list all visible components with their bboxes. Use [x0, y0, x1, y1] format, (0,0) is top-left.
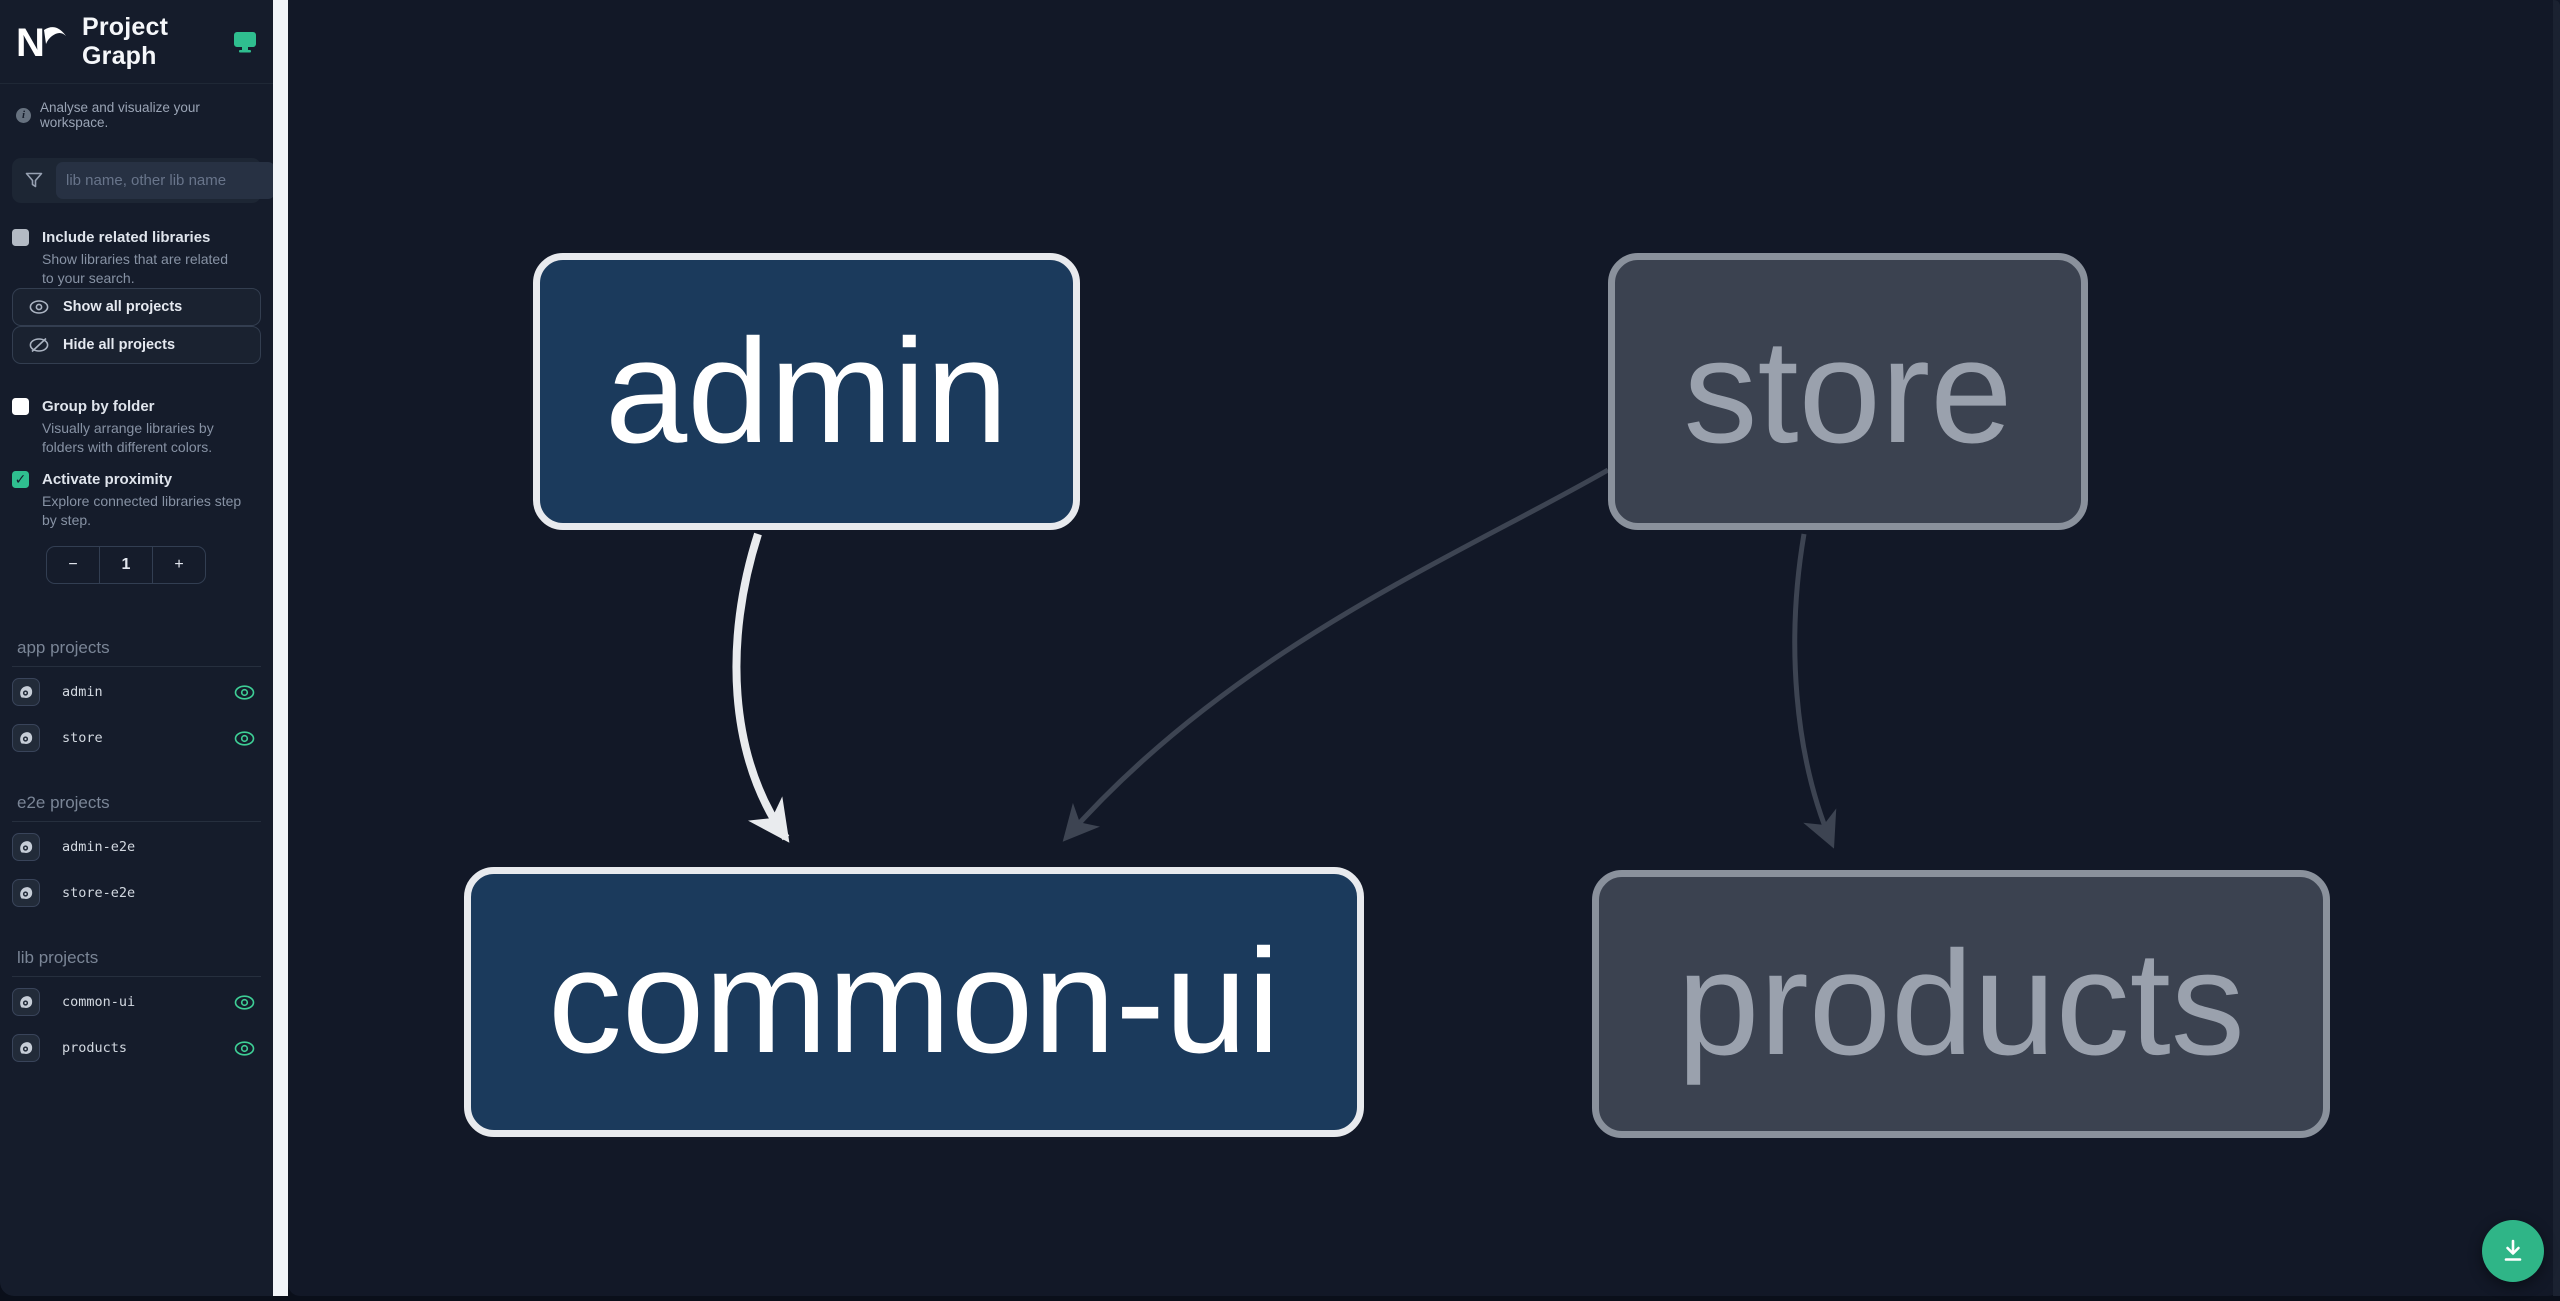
visibility-eye-button[interactable]: [234, 684, 255, 700]
group-by-folder-label: Group by folder: [42, 398, 155, 415]
eye-off-icon: [29, 337, 49, 353]
monitor-icon[interactable]: [233, 31, 257, 53]
project-name[interactable]: admin: [62, 684, 103, 700]
filter-box: [12, 158, 273, 203]
e2e-projects-section: e2e projects admin-e2e store-e2e: [0, 793, 273, 914]
download-image-button[interactable]: [2482, 1220, 2544, 1282]
proximity-increment-button[interactable]: +: [174, 556, 184, 573]
download-icon: [2504, 1239, 2522, 1261]
sidebar-header: N Project Graph: [0, 0, 273, 84]
focus-icon: [20, 686, 33, 698]
project-row-common-ui: common-ui: [12, 981, 261, 1023]
include-related-description: Show libraries that are related to your …: [42, 251, 228, 286]
include-related-label: Include related libraries: [42, 229, 211, 246]
graph-node-admin[interactable]: admin: [533, 253, 1080, 530]
eye-icon: [234, 1040, 255, 1056]
include-related-toggle: Include related libraries Show libraries…: [0, 227, 273, 288]
graph-node-common-ui[interactable]: common-ui: [464, 867, 1364, 1137]
proximity-decrement-button[interactable]: −: [68, 556, 78, 573]
lib-projects-section: lib projects common-ui: [0, 948, 273, 1069]
focus-button[interactable]: [12, 833, 40, 861]
activate-proximity-description: Explore connected libraries step by step…: [42, 493, 242, 528]
focus-icon: [20, 841, 33, 853]
focus-icon: [20, 732, 33, 744]
tagline-text: Analyse and visualize your workspace.: [40, 100, 200, 130]
funnel-icon: [12, 172, 56, 189]
graph-node-products[interactable]: products: [1592, 870, 2330, 1138]
eye-icon: [234, 730, 255, 746]
project-name[interactable]: common-ui: [62, 994, 136, 1010]
focus-button[interactable]: [12, 678, 40, 706]
group-by-folder-checkbox[interactable]: [12, 398, 29, 415]
group-by-folder-description: Visually arrange libraries by folders wi…: [42, 420, 214, 455]
project-row-store: store: [12, 717, 261, 759]
focus-icon: [20, 887, 33, 899]
edge-admin-to-common-ui[interactable]: [732, 532, 790, 843]
section-title: e2e projects: [12, 793, 261, 822]
activate-proximity-label: Activate proximity: [42, 471, 173, 488]
workspace-tagline: i Analyse and visualize your workspace.: [0, 84, 273, 130]
project-row-store-e2e: store-e2e: [12, 872, 261, 914]
focus-button[interactable]: [12, 879, 40, 907]
show-all-projects-button[interactable]: Show all projects: [12, 288, 261, 326]
visibility-eye-button[interactable]: [234, 994, 255, 1010]
include-related-checkbox[interactable]: [12, 229, 29, 246]
focus-button[interactable]: [12, 1034, 40, 1062]
group-by-folder-toggle: Group by folder Visually arrange librari…: [0, 396, 273, 457]
project-name[interactable]: store: [62, 730, 103, 746]
info-icon: i: [16, 107, 31, 123]
sidebar: N Project Graph i Analyse and visualize …: [0, 0, 273, 1296]
svg-text:N: N: [16, 21, 45, 64]
eye-icon: [234, 684, 255, 700]
hide-all-projects-label: Hide all projects: [63, 337, 176, 353]
eye-icon: [29, 300, 49, 314]
canvas-scrollbar[interactable]: [2553, 0, 2560, 1296]
focus-icon: [20, 996, 33, 1008]
app-projects-section: app projects admin: [0, 638, 273, 759]
eye-icon: [234, 994, 255, 1010]
nx-logo-icon: N: [16, 21, 66, 64]
project-row-admin-e2e: admin-e2e: [12, 826, 261, 868]
section-title: app projects: [12, 638, 261, 667]
proximity-value: 1: [99, 547, 153, 583]
focus-button[interactable]: [12, 724, 40, 752]
graph-node-store[interactable]: store: [1608, 253, 2088, 530]
graph-edges: [732, 467, 1837, 849]
project-name[interactable]: products: [62, 1040, 128, 1056]
app-title: Project Graph: [82, 12, 169, 70]
proximity-stepper: − 1 +: [46, 546, 206, 584]
focus-button[interactable]: [12, 988, 40, 1016]
show-all-projects-label: Show all projects: [63, 299, 183, 315]
lib-filter-input[interactable]: [56, 162, 273, 199]
activate-proximity-toggle: ✓ Activate proximity Explore connected l…: [0, 469, 273, 530]
project-row-products: products: [12, 1027, 261, 1069]
activate-proximity-checkbox[interactable]: ✓: [12, 471, 29, 488]
hide-all-projects-button[interactable]: Hide all projects: [12, 326, 261, 364]
project-name[interactable]: store-e2e: [62, 885, 136, 901]
visibility-eye-button[interactable]: [234, 730, 255, 746]
section-title: lib projects: [12, 948, 261, 977]
sidebar-resize-handle[interactable]: [273, 0, 288, 1296]
project-name[interactable]: admin-e2e: [62, 839, 136, 855]
project-row-admin: admin: [12, 671, 261, 713]
visibility-eye-button[interactable]: [234, 1040, 255, 1056]
focus-icon: [20, 1042, 33, 1054]
edge-store-to-common-ui[interactable]: [1062, 467, 1610, 842]
project-graph-canvas[interactable]: admin store common-ui products: [288, 0, 2560, 1296]
edge-store-to-products[interactable]: [1792, 533, 1837, 849]
